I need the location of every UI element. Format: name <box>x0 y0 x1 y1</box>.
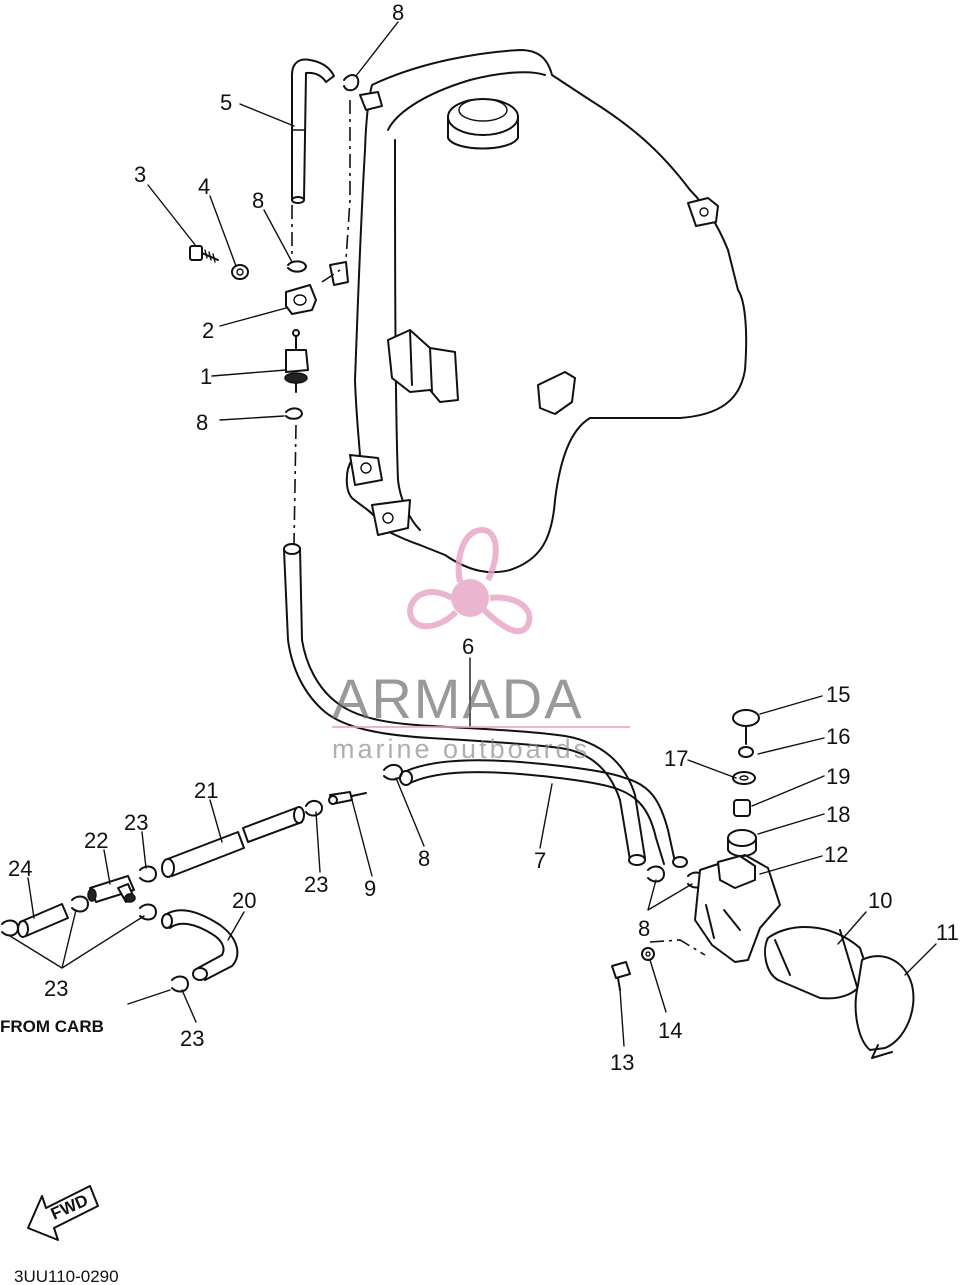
fuel-hose-7 <box>399 759 688 868</box>
propeller-blade-icon <box>455 526 499 583</box>
drawing-code: 3UU110-0290 <box>14 1267 119 1285</box>
watermark-underline <box>332 726 630 728</box>
washer-4 <box>231 264 249 280</box>
assembly-lines <box>291 100 706 956</box>
fuel-tank <box>329 49 748 574</box>
callout-15: 15 <box>826 682 850 707</box>
callout-18: 18 <box>826 802 850 827</box>
hose-21 <box>161 806 305 878</box>
callout-19: 19 <box>826 764 850 789</box>
hose-20 <box>161 909 239 981</box>
filter-1 <box>284 329 309 393</box>
callout-23: 23 <box>180 1026 204 1051</box>
callout-8: 8 <box>638 916 650 941</box>
callout-23: 23 <box>44 976 68 1001</box>
callout-7: 7 <box>534 848 546 873</box>
from-carb-label: FROM CARB <box>0 1017 104 1036</box>
clips-23 <box>1 865 189 993</box>
callout-21: 21 <box>194 778 218 803</box>
propeller-blade-icon <box>481 594 533 635</box>
propeller-blade-icon <box>406 589 459 630</box>
parts-13-19 <box>611 709 760 991</box>
callout-20: 20 <box>232 888 256 913</box>
clips-23-8 <box>305 764 705 889</box>
callout-12: 12 <box>824 842 848 867</box>
watermark-brand: ARMADA <box>332 667 584 730</box>
fuel-pump-assembly <box>694 854 915 1059</box>
joint-9 <box>328 791 367 805</box>
callout-22: 22 <box>84 828 108 853</box>
callout-8: 8 <box>418 846 430 871</box>
callout-2: 2 <box>202 318 214 343</box>
watermark-tagline: marine outboards <box>332 734 590 764</box>
callout-8: 8 <box>196 410 208 435</box>
callout-13: 13 <box>610 1050 634 1075</box>
callout-17: 17 <box>664 746 688 771</box>
callout-10: 10 <box>868 888 892 913</box>
callout-6: 6 <box>462 634 474 659</box>
callout-8: 8 <box>252 188 264 213</box>
joint-22 <box>87 875 136 903</box>
clamp-2 <box>285 284 317 315</box>
hose-24 <box>17 903 69 938</box>
callout-1: 1 <box>200 364 212 389</box>
callout-9: 9 <box>364 876 376 901</box>
callout-23: 23 <box>304 872 328 897</box>
armada-watermark: ARMADA marine outboards <box>332 526 630 764</box>
callout-23: 23 <box>124 810 148 835</box>
hose-clips-8 <box>285 74 360 420</box>
callout-14: 14 <box>658 1018 682 1043</box>
callout-3: 3 <box>134 162 146 187</box>
fwd-arrow: FWD <box>27 1185 99 1241</box>
bolt-3 <box>189 245 219 263</box>
callout-5: 5 <box>220 90 232 115</box>
callout-4: 4 <box>198 174 210 199</box>
callout-11: 11 <box>936 920 959 945</box>
callout-8: 8 <box>392 0 404 25</box>
callout-16: 16 <box>826 724 850 749</box>
propeller-hub-icon <box>451 579 489 617</box>
callout-numbers: 8 5 3 4 8 2 1 8 6 15 16 17 19 18 12 21 2… <box>8 0 959 1075</box>
callout-24: 24 <box>8 856 32 881</box>
leader-lines <box>9 21 937 1047</box>
breather-hose-5 <box>291 58 335 204</box>
